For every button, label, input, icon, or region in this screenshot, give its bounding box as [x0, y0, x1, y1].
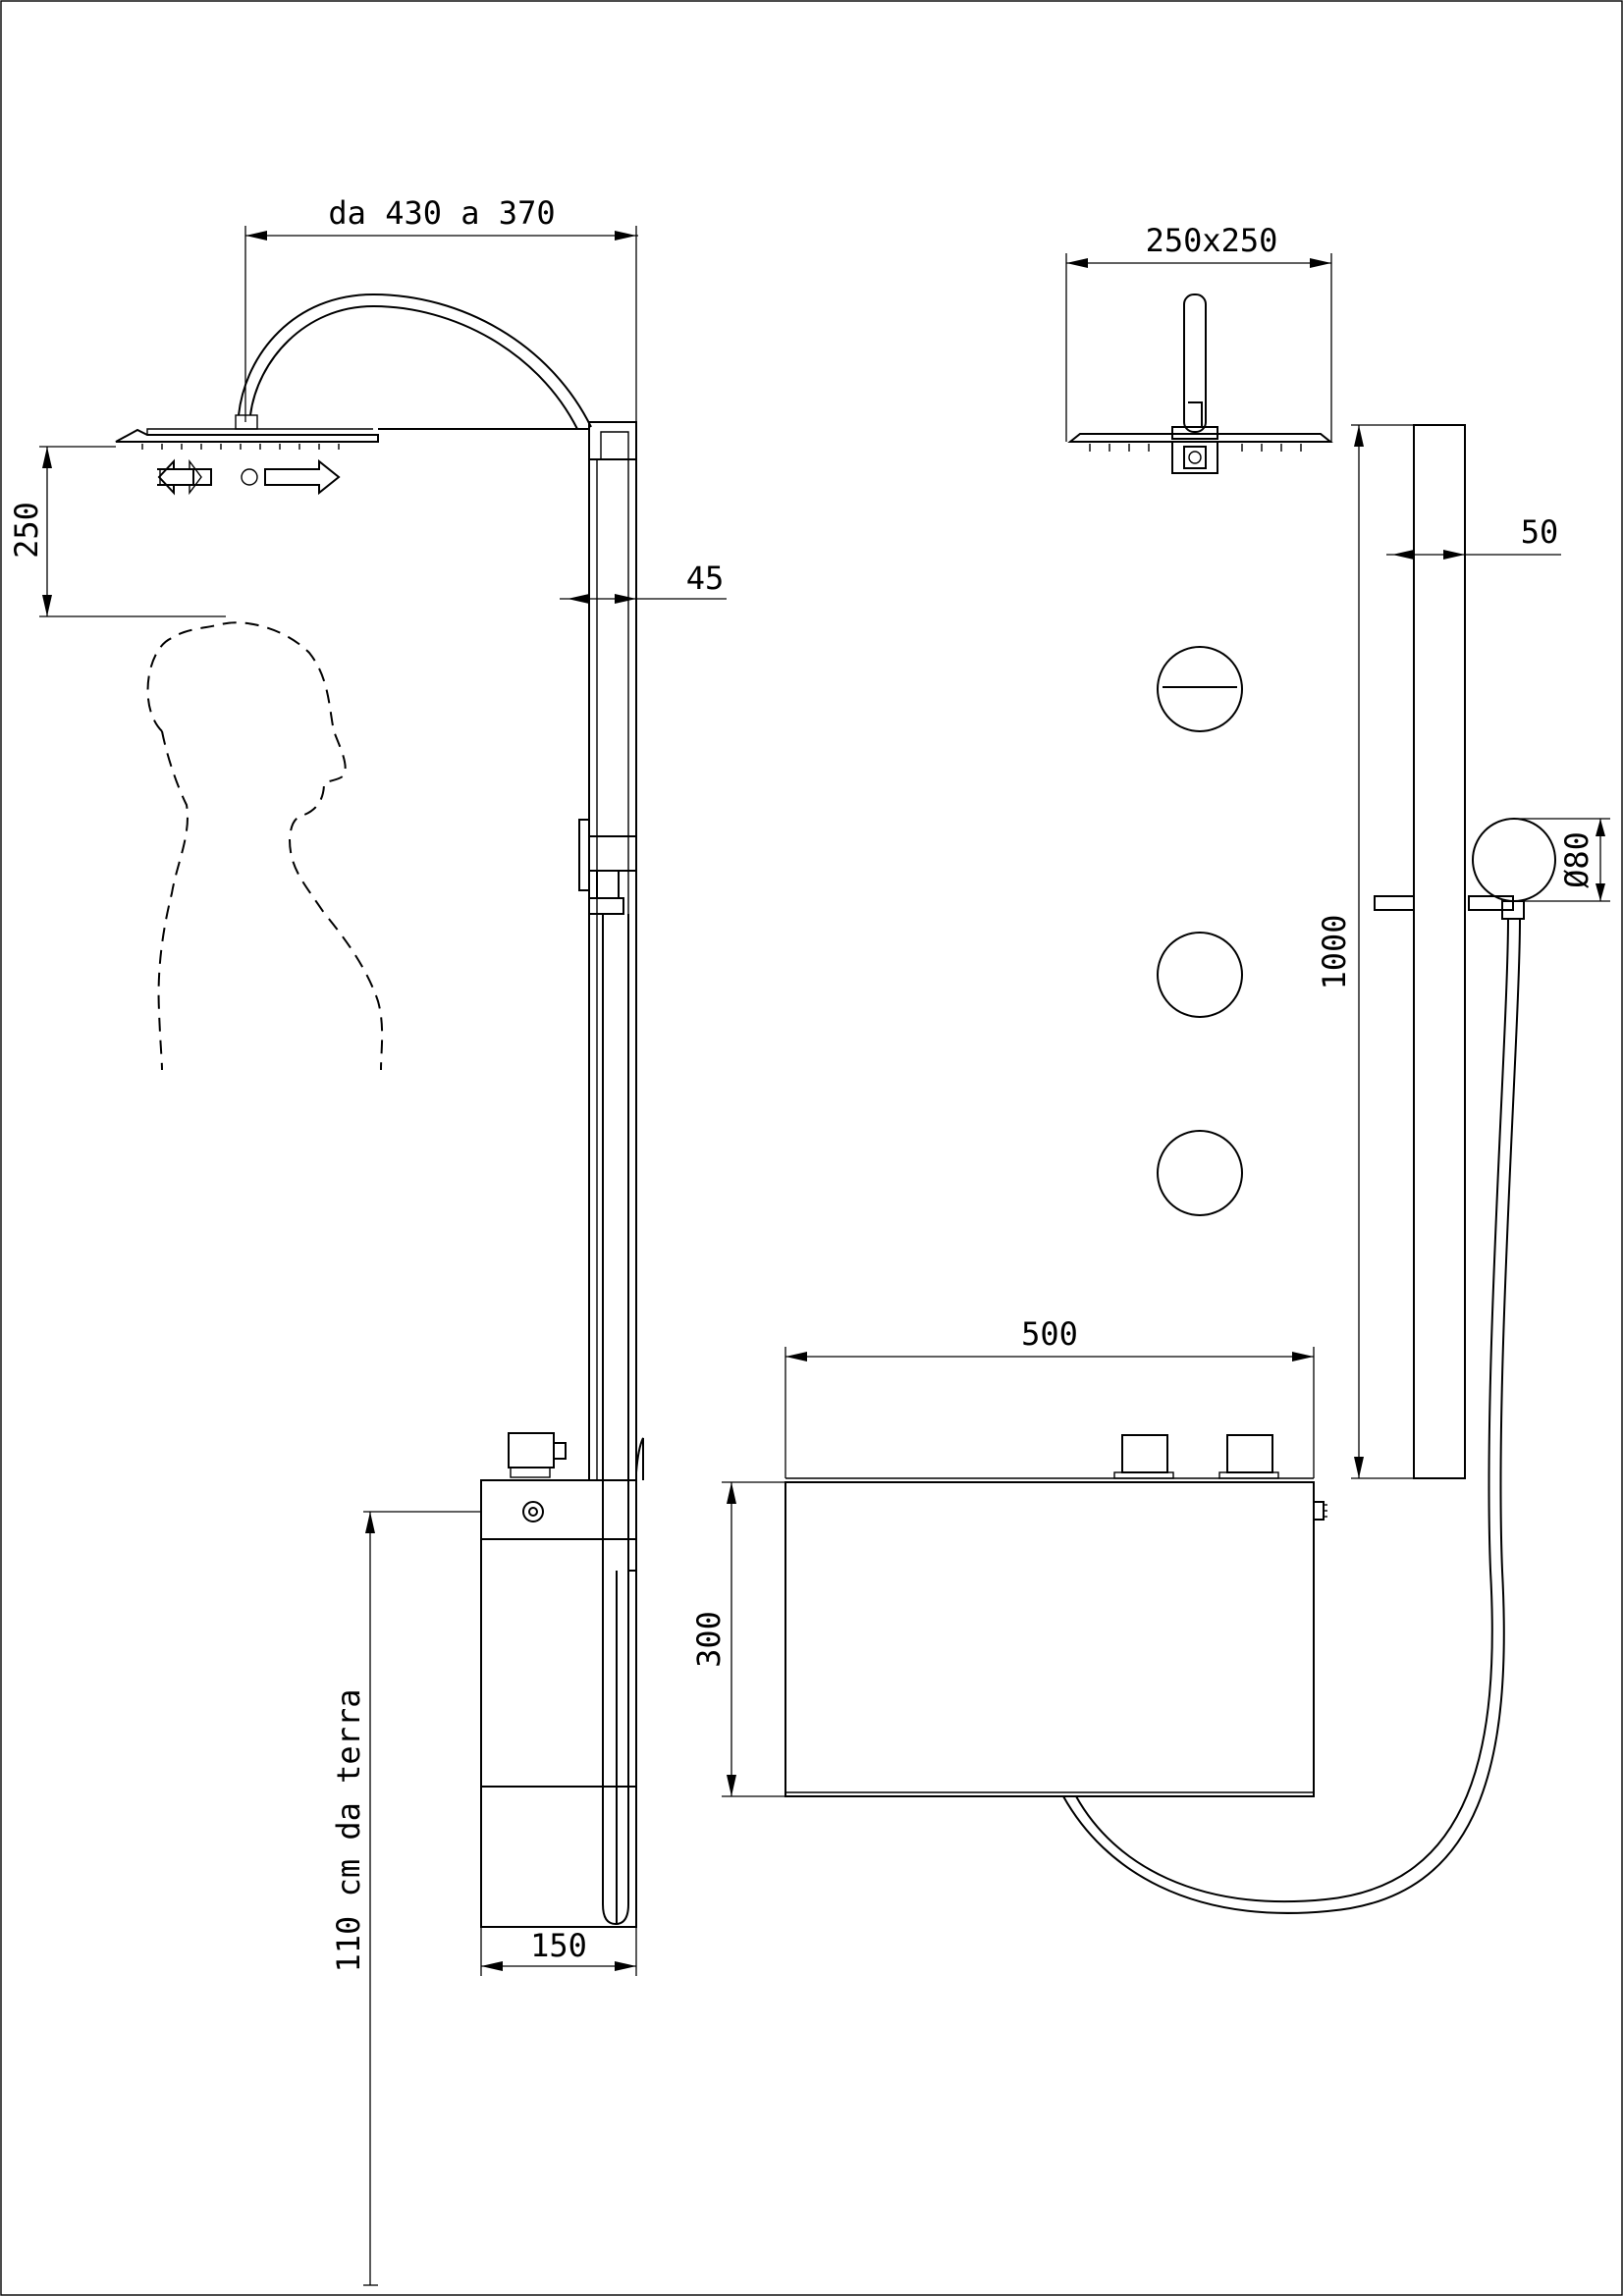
dim-head-size: 250x250 — [1146, 222, 1278, 259]
dim-bar-depth: 45 — [686, 560, 725, 597]
dim-box-depth: 150 — [530, 1927, 587, 1964]
rain-head-front — [1067, 433, 1333, 443]
side-view — [115, 293, 644, 1928]
flow-selector-plate — [1157, 646, 1243, 732]
dim-arm-reach: da 430 a 370 — [328, 194, 555, 232]
hand-shower-head — [1472, 818, 1556, 902]
side-view-dimensions: da 430 a 370 250 45 150 110 cm da terra — [8, 194, 727, 2286]
dim-mount-height: 110 cm da terra — [330, 1689, 367, 1973]
control-box-front — [784, 1481, 1315, 1797]
front-view — [784, 294, 1556, 1914]
shower-bar-front — [1413, 424, 1466, 1479]
dim-head-clearance: 250 — [8, 502, 45, 559]
control-plate-2 — [1157, 932, 1243, 1018]
dim-bar-width: 50 — [1521, 513, 1559, 551]
control-box-side — [480, 1479, 637, 1928]
dim-box-height: 300 — [690, 1611, 728, 1668]
control-plate-3 — [1157, 1130, 1243, 1216]
dim-box-width: 500 — [1021, 1315, 1078, 1353]
front-view-dimensions: 250x250 50 1000 Ø80 500 300 — [690, 222, 1610, 1797]
dim-bar-length: 1000 — [1316, 914, 1353, 989]
rain-head-side — [115, 428, 379, 443]
dim-hand-shower-diameter: Ø80 — [1558, 831, 1596, 888]
